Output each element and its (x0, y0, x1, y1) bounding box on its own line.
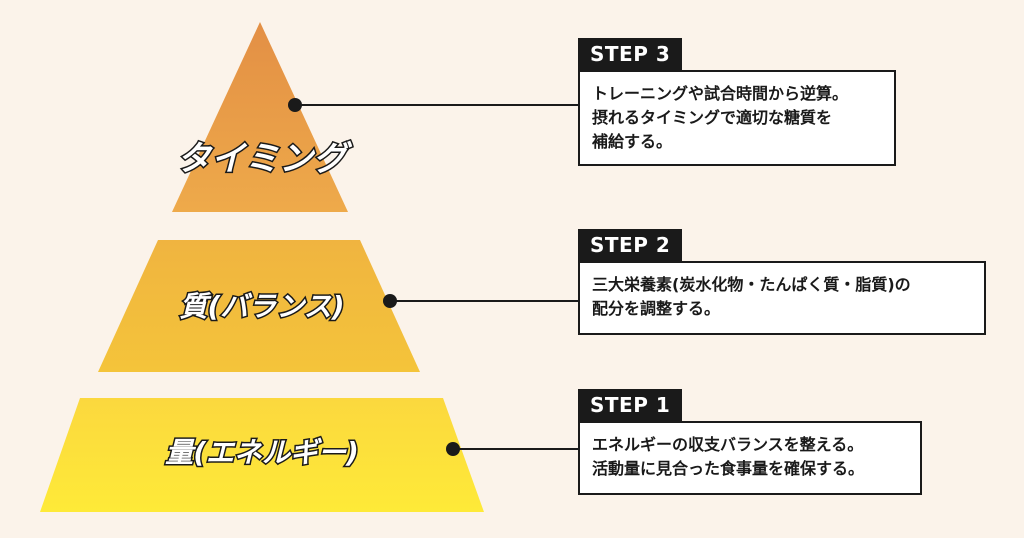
connector-dot-step1 (446, 442, 460, 456)
step2-header: STEP 2 (578, 229, 683, 261)
step3-line-2: 摂れるタイミングで適切な糖質を (592, 108, 833, 127)
step3-header: STEP 3 (578, 38, 683, 70)
tier-label-timing: タイミング (177, 139, 353, 179)
connector-dot-step3 (288, 98, 302, 112)
tier-middle-quality (98, 240, 420, 372)
step3-description: トレーニングや試合時間から逆算。 摂れるタイミングで適切な糖質を 補給する。 (578, 70, 896, 166)
step2-line-1: 三大栄養素(炭水化物・たんぱく質・脂質)の (592, 275, 911, 294)
connector-dot-step2 (383, 294, 397, 308)
step1-line-1: エネルギーの収支バランスを整える。 (592, 435, 864, 454)
tier-label-quality: 質(バランス) (179, 290, 344, 323)
step2-description: 三大栄養素(炭水化物・たんぱく質・脂質)の 配分を調整する。 (578, 261, 986, 335)
step2-line-2: 配分を調整する。 (592, 299, 721, 318)
step3-line-3: 補給する。 (592, 132, 673, 151)
step3-line-1: トレーニングや試合時間から逆算。 (592, 84, 849, 103)
step1-description: エネルギーの収支バランスを整える。 活動量に見合った食事量を確保する。 (578, 421, 922, 495)
tier-label-quantity: 量(エネルギー) (165, 436, 359, 469)
step1-line-2: 活動量に見合った食事量を確保する。 (592, 459, 865, 478)
step1-header: STEP 1 (578, 389, 683, 421)
tier-bottom-quantity (40, 398, 484, 512)
tier-top-timing (172, 22, 348, 212)
